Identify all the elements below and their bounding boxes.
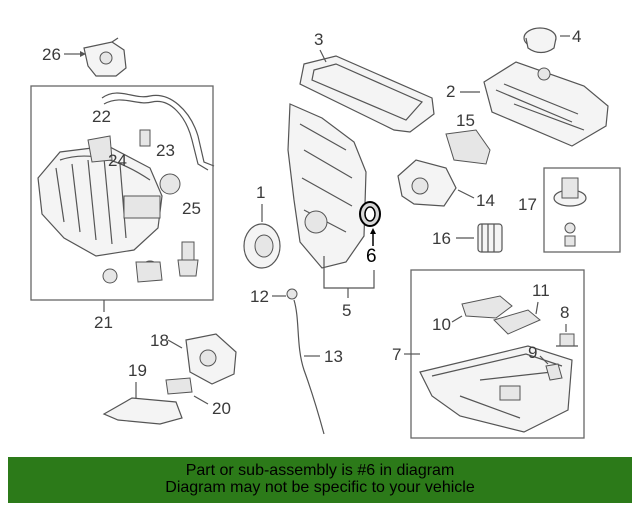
- leader-11: [535, 301, 539, 315]
- part-24-sensor[interactable]: [139, 129, 151, 147]
- part-22-gasket[interactable]: [87, 135, 113, 163]
- label-25: 25: [182, 199, 201, 218]
- part-23-oring[interactable]: [159, 173, 181, 195]
- part-10-strainer[interactable]: [461, 295, 513, 319]
- part-13-dipstick[interactable]: [286, 288, 325, 435]
- part-14-oil-pump[interactable]: [397, 159, 457, 207]
- part-15-gasket[interactable]: [445, 129, 491, 165]
- leader-9: [539, 355, 549, 365]
- label-16: 16: [432, 229, 451, 248]
- part-3-cover-gasket[interactable]: [299, 55, 435, 133]
- label-5: 5: [342, 301, 351, 320]
- footer-banner: Part or sub-assembly is #6 in diagram Di…: [8, 457, 632, 503]
- part-9-washer[interactable]: [545, 363, 563, 381]
- label-11: 11: [532, 281, 550, 300]
- part-11-gasket[interactable]: [493, 309, 541, 335]
- arrow-26: [80, 51, 86, 57]
- label-6: 6: [366, 246, 377, 267]
- part-16-oil-filter[interactable]: [477, 223, 503, 253]
- label-3: 3: [314, 30, 323, 49]
- part-25-valve[interactable]: [177, 241, 199, 277]
- part-2-valve-cover[interactable]: [483, 61, 609, 147]
- label-8: 8: [560, 303, 569, 322]
- label-14: 14: [476, 191, 495, 210]
- leader-20: [193, 395, 209, 405]
- label-15: 15: [456, 111, 475, 130]
- part-19-bracket[interactable]: [102, 397, 183, 425]
- label-19: 19: [128, 361, 147, 380]
- label-13: 13: [324, 347, 343, 366]
- part-18-pump[interactable]: [185, 333, 237, 385]
- part-4-filler-cap[interactable]: [523, 27, 557, 54]
- group-box-17: [543, 167, 621, 253]
- hose-line: [101, 92, 215, 167]
- label-24: 24: [108, 151, 127, 170]
- part-1-crank-pulley[interactable]: [243, 223, 281, 269]
- label-7: 7: [392, 345, 401, 364]
- label-23: 23: [156, 141, 175, 160]
- part-21-intake-manifold[interactable]: [37, 145, 163, 284]
- part-20-gasket[interactable]: [165, 377, 193, 395]
- label-9: 9: [528, 343, 537, 362]
- label-12: 12: [250, 287, 269, 306]
- bracket-5: [323, 256, 375, 289]
- label-17: 17: [518, 195, 537, 214]
- label-1: 1: [256, 183, 265, 202]
- group-box-21: [30, 85, 214, 301]
- label-18: 18: [150, 331, 169, 350]
- label-10: 10: [432, 315, 451, 334]
- label-4: 4: [572, 27, 581, 46]
- arrow-6: [370, 228, 376, 234]
- footer-line-2: Diagram may not be specific to your vehi…: [165, 479, 475, 496]
- leader-3: [319, 49, 327, 63]
- part-7-oil-pan[interactable]: [419, 345, 573, 433]
- leader-18: [167, 339, 183, 349]
- part-8-drain-plug[interactable]: [556, 333, 578, 347]
- leader-14: [457, 189, 475, 199]
- leader-10: [451, 315, 463, 323]
- label-22: 22: [92, 107, 111, 126]
- label-20: 20: [212, 399, 231, 418]
- part-5-timing-cover[interactable]: [287, 103, 367, 269]
- part-26-engine-mount[interactable]: [83, 37, 127, 77]
- label-26: 26: [42, 45, 61, 64]
- part-17-filter-housing[interactable]: [553, 177, 587, 247]
- label-2: 2: [446, 82, 455, 101]
- label-21: 21: [94, 313, 113, 332]
- footer-line-1: Part or sub-assembly is #6 in diagram: [185, 462, 455, 479]
- part-6-seal[interactable]: [359, 201, 381, 227]
- hose-line-2: [103, 99, 209, 171]
